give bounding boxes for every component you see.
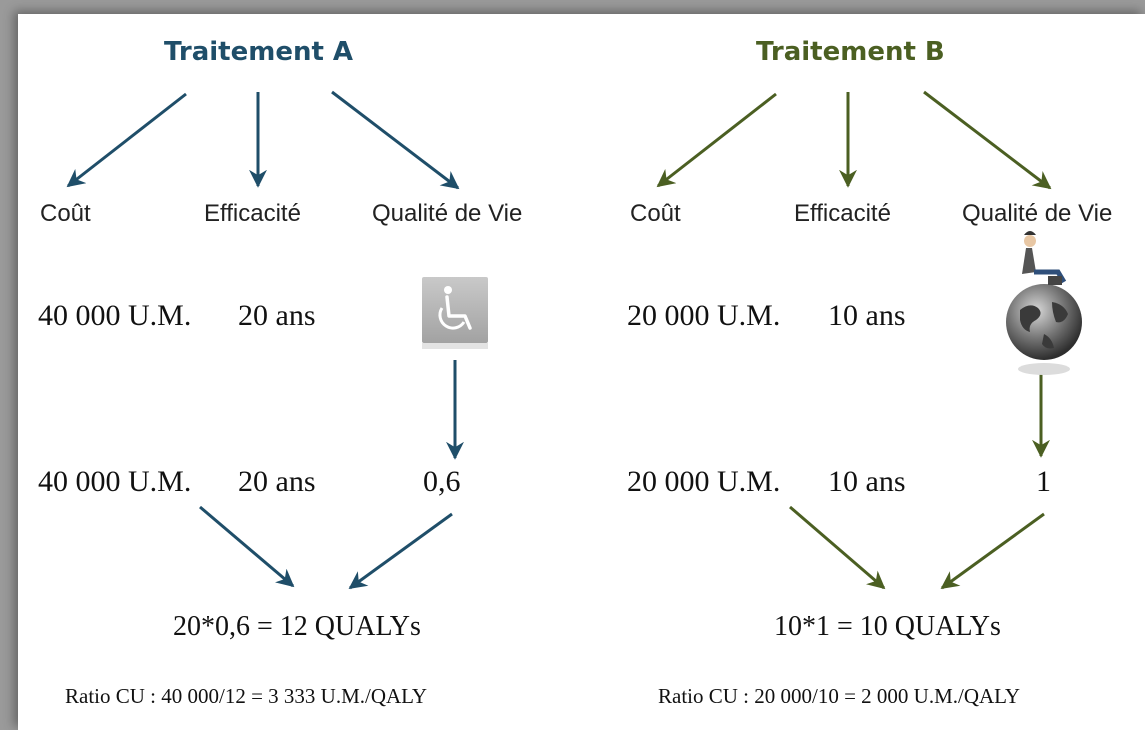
person-on-globe-icon bbox=[1006, 231, 1082, 375]
arrows-layer bbox=[66, 90, 1082, 590]
treatment-b-row1-efficacy: 10 ans bbox=[828, 299, 906, 332]
treatment-b-header-quality: Qualité de Vie bbox=[962, 200, 1113, 227]
treatment-b-row2-cost: 20 000 U.M. bbox=[627, 465, 781, 498]
treatment-b-header-efficacy: Efficacité bbox=[794, 200, 891, 227]
treatment-a-header-efficacy: Efficacité bbox=[204, 200, 301, 227]
arrow-b-to-quality bbox=[923, 90, 1052, 190]
treatment-a-title: Traitement A bbox=[164, 37, 354, 67]
treatment-b-row2-quality: 1 bbox=[1036, 465, 1051, 498]
treatment-a-ratio: Ratio CU : 40 000/12 = 3 333 U.M./QALY bbox=[65, 684, 428, 708]
treatment-a-row2-efficacy: 20 ans bbox=[238, 465, 316, 498]
treatment-b-ratio: Ratio CU : 20 000/10 = 2 000 U.M./QALY bbox=[658, 684, 1021, 708]
arrow-a-left-to-result bbox=[199, 505, 295, 588]
arrow-a-to-quality bbox=[331, 90, 460, 190]
treatment-a-row1-efficacy: 20 ans bbox=[238, 299, 316, 332]
treatment-b-row2-efficacy: 10 ans bbox=[828, 465, 906, 498]
treatment-b-title: Traitement B bbox=[756, 37, 945, 67]
treatment-a-header-cost: Coût bbox=[40, 200, 91, 227]
wheelchair-icon bbox=[422, 277, 488, 349]
treatment-a-row2-quality: 0,6 bbox=[423, 465, 461, 498]
treatment-a-result: 20*0,6 = 12 QUALYs bbox=[173, 611, 421, 642]
treatment-a-row1-cost: 40 000 U.M. bbox=[38, 299, 192, 332]
arrow-a-right-to-result bbox=[348, 512, 453, 590]
treatment-b-header-cost: Coût bbox=[630, 200, 681, 227]
treatment-b-result: 10*1 = 10 QUALYs bbox=[774, 611, 1001, 642]
treatment-a-row2-cost: 40 000 U.M. bbox=[38, 465, 192, 498]
treatment-b-row1-cost: 20 000 U.M. bbox=[627, 299, 781, 332]
treatment-a-header-quality: Qualité de Vie bbox=[372, 200, 523, 227]
arrow-a-to-cost bbox=[66, 92, 187, 188]
arrow-b-to-cost bbox=[656, 92, 777, 188]
arrow-b-left-to-result bbox=[789, 505, 886, 590]
arrow-b-right-to-result bbox=[940, 512, 1045, 590]
diagram-slide: Traitement A Coût Efficacité Qualité de … bbox=[18, 14, 1145, 730]
